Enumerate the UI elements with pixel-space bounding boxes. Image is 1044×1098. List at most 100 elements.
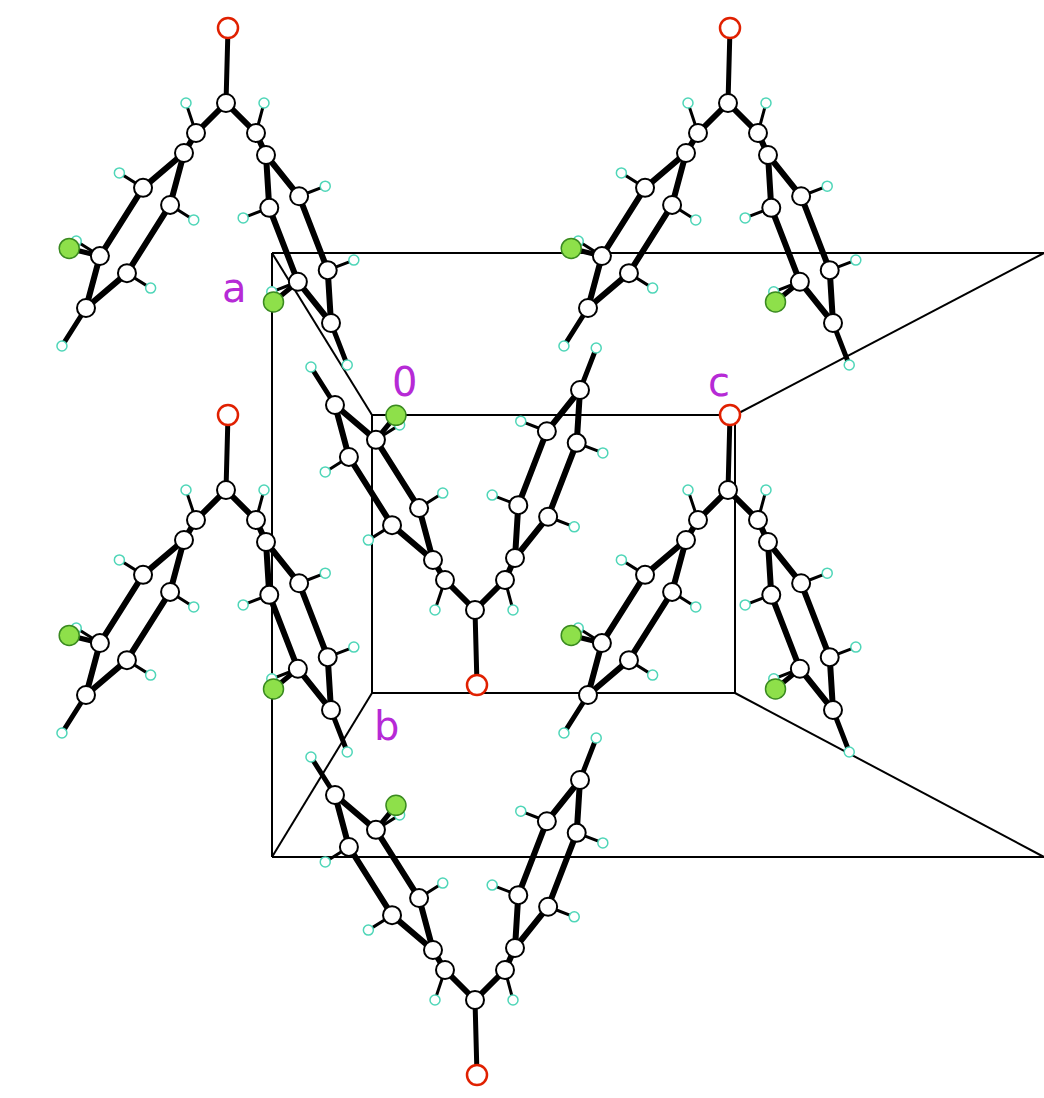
atom-c xyxy=(677,531,695,549)
bond xyxy=(629,592,672,660)
atom-c xyxy=(496,571,514,589)
atom-h xyxy=(189,602,199,612)
atom-h xyxy=(508,605,518,615)
atom-h xyxy=(559,728,569,738)
atom-c xyxy=(289,273,307,291)
atom-h xyxy=(57,341,67,351)
atom-h xyxy=(438,488,448,498)
atom-c xyxy=(134,179,152,197)
atom-cl xyxy=(386,405,406,425)
atom-h xyxy=(598,448,608,458)
atom-c xyxy=(719,481,737,499)
bond xyxy=(100,188,143,256)
atom-h xyxy=(320,467,330,477)
atom-c xyxy=(290,187,308,205)
atom-o xyxy=(720,18,740,38)
atom-c xyxy=(571,381,589,399)
atom-c xyxy=(260,199,278,217)
atom-h xyxy=(508,995,518,1005)
atom-h xyxy=(438,878,448,888)
atom-h xyxy=(349,255,359,265)
atom-h xyxy=(761,98,771,108)
bond xyxy=(771,595,800,669)
atom-h xyxy=(516,416,526,426)
bond xyxy=(548,443,577,517)
atom-c xyxy=(792,187,810,205)
atom-c xyxy=(436,571,454,589)
atom-cl xyxy=(59,238,79,258)
atom-c xyxy=(290,574,308,592)
atom-c xyxy=(319,261,337,279)
atom-c xyxy=(506,939,524,957)
atom-c xyxy=(118,264,136,282)
bond xyxy=(475,1000,477,1075)
atom-c xyxy=(689,124,707,142)
atom-h xyxy=(363,535,373,545)
atom-c xyxy=(247,124,265,142)
bond xyxy=(376,830,419,898)
atom-c xyxy=(367,431,385,449)
atom-h xyxy=(616,555,626,565)
atom-h xyxy=(569,522,579,532)
atom-c xyxy=(539,898,557,916)
bond xyxy=(100,575,143,643)
bond xyxy=(801,583,830,657)
atom-c xyxy=(161,583,179,601)
atom-h xyxy=(740,213,750,223)
atom-h xyxy=(349,642,359,652)
atom-c xyxy=(257,533,275,551)
atom-c xyxy=(749,511,767,529)
atom-o xyxy=(720,405,740,425)
atom-c xyxy=(217,94,235,112)
atom-c xyxy=(636,566,654,584)
atom-h xyxy=(181,485,191,495)
atom-cl xyxy=(561,625,581,645)
atom-h xyxy=(516,806,526,816)
atom-h xyxy=(683,485,693,495)
bond xyxy=(127,592,170,660)
atom-h xyxy=(146,283,156,293)
atom-h xyxy=(320,181,330,191)
atom-c xyxy=(91,634,109,652)
atom-h xyxy=(487,880,497,890)
atom-c xyxy=(749,124,767,142)
bond xyxy=(728,415,730,490)
atom-h xyxy=(306,362,316,372)
atom-h xyxy=(740,600,750,610)
bond xyxy=(269,208,298,282)
atom-cl xyxy=(386,795,406,815)
atom-c xyxy=(620,264,638,282)
atom-c xyxy=(538,422,556,440)
atom-h xyxy=(487,490,497,500)
atom-c xyxy=(509,496,527,514)
molecules xyxy=(57,18,861,1085)
atom-h xyxy=(238,600,248,610)
atom-c xyxy=(118,651,136,669)
atom-c xyxy=(824,314,842,332)
atoms xyxy=(57,18,861,1085)
atom-c xyxy=(289,660,307,678)
atom-cl xyxy=(561,238,581,258)
atom-c xyxy=(762,586,780,604)
bond xyxy=(602,575,645,643)
atom-h xyxy=(114,555,124,565)
atom-o xyxy=(467,675,487,695)
atom-h xyxy=(691,602,701,612)
bond xyxy=(269,595,298,669)
bond xyxy=(548,833,577,907)
atom-c xyxy=(134,566,152,584)
atom-h xyxy=(259,98,269,108)
atom-c xyxy=(326,786,344,804)
atom-h xyxy=(342,360,352,370)
atom-c xyxy=(821,648,839,666)
atom-h xyxy=(320,568,330,578)
atom-h xyxy=(844,747,854,757)
bond xyxy=(299,196,328,270)
atom-h xyxy=(822,568,832,578)
atom-c xyxy=(424,941,442,959)
atom-h xyxy=(691,215,701,225)
atom-h xyxy=(851,642,861,652)
atom-h xyxy=(430,995,440,1005)
atom-c xyxy=(792,574,810,592)
